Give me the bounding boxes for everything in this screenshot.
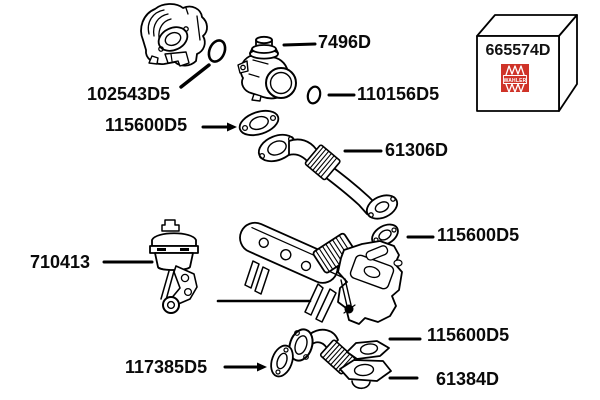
part-label-115600d5-bottom: 115600D5 [427,325,510,345]
egr-cooler-assembly-drawing [235,218,402,324]
flange-gasket-117385-drawing [267,343,297,380]
part-label-117385d5: 117385D5 [125,357,208,377]
part-label-115600d5-mid: 115600D5 [437,225,520,245]
part-label-61306d: 61306D [385,140,449,160]
o-ring-small-drawing [306,85,322,105]
o-ring-large-drawing [206,38,228,64]
part-label-110156d5: 110156D5 [357,84,440,104]
part-label-61384d: 61384D [436,369,500,389]
egr-pipe-upper-drawing [255,130,401,224]
pointer-lines [104,44,433,378]
throttle-valve-housing-drawing [141,4,207,66]
arrowhead-117385d5 [257,362,267,372]
box-part-number: 665574D [485,42,551,59]
arrowhead-115600d5-top [227,122,237,132]
part-label-115600d5-top: 115600D5 [105,115,188,135]
parts-box-drawing: WAHLER [477,15,577,111]
part-label-710413: 710413 [30,252,91,272]
flange-gasket-top-drawing [237,106,282,139]
pointer-102543d5 [181,65,209,87]
wahler-logo-text: WAHLER [504,78,527,84]
pointer-7496d [284,44,315,45]
vacuum-actuator-drawing [150,220,198,313]
part-label-7496d: 7496D [318,32,372,52]
egr-pipe-lower-drawing [286,326,391,388]
wahler-logo: WAHLER [501,64,529,92]
egr-valve-drawing [238,37,296,101]
part-label-102543d5: 102543D5 [87,84,171,104]
